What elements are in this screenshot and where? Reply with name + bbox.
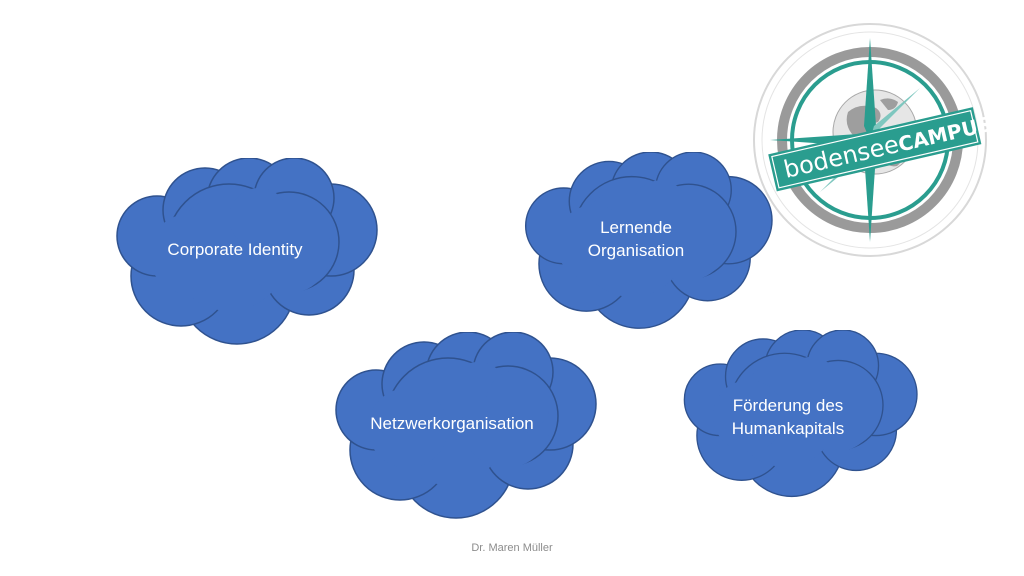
cloud-label-line: Lernende — [600, 218, 672, 237]
cloud-netzwerkorganisation: Netzwerkorganisation — [335, 332, 597, 519]
cloud-foerderung-des-humankapitals: Förderung des Humankapitals — [683, 330, 918, 498]
bodensee-campus-logo: bodenseeCAMPUS — [753, 23, 994, 257]
cloud-label-line: Organisation — [588, 241, 684, 260]
cloud-label-line: Humankapitals — [732, 419, 844, 438]
footer-author: Dr. Maren Müller — [471, 542, 553, 554]
cloud-label-line: Netzwerkorganisation — [370, 414, 533, 433]
cloud-lernende-organisation: Lernende Organisation — [524, 152, 773, 329]
cloud-label-line: Förderung des — [733, 396, 844, 415]
cloud-corporate-identity: Corporate Identity — [116, 158, 378, 345]
cloud-label-line: Corporate Identity — [167, 240, 303, 259]
